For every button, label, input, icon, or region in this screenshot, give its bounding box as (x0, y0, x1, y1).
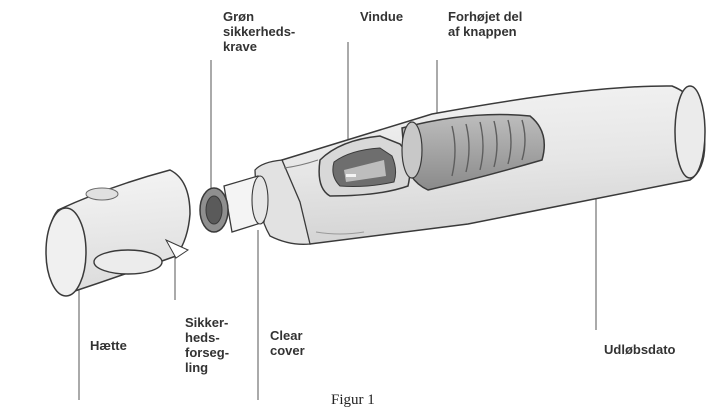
label-collar: Grøn sikkerheds- krave (223, 9, 296, 54)
figure-caption: Figur 1 (331, 392, 375, 408)
cap (45, 169, 191, 297)
label-seal: Sikker- heds- forseg- ling (185, 315, 230, 375)
green-safety-collar (199, 187, 229, 233)
label-expiry: Udløbsdato (604, 342, 676, 357)
window (318, 135, 411, 197)
clear-cover (223, 175, 269, 233)
pen-end-cap (674, 85, 706, 179)
label-raised: Forhøjet del af knappen (448, 9, 523, 39)
raised-button (401, 113, 545, 191)
label-cap: Hætte (90, 338, 127, 353)
label-cover: Clear cover (270, 328, 305, 358)
label-window: Vindue (360, 9, 404, 24)
